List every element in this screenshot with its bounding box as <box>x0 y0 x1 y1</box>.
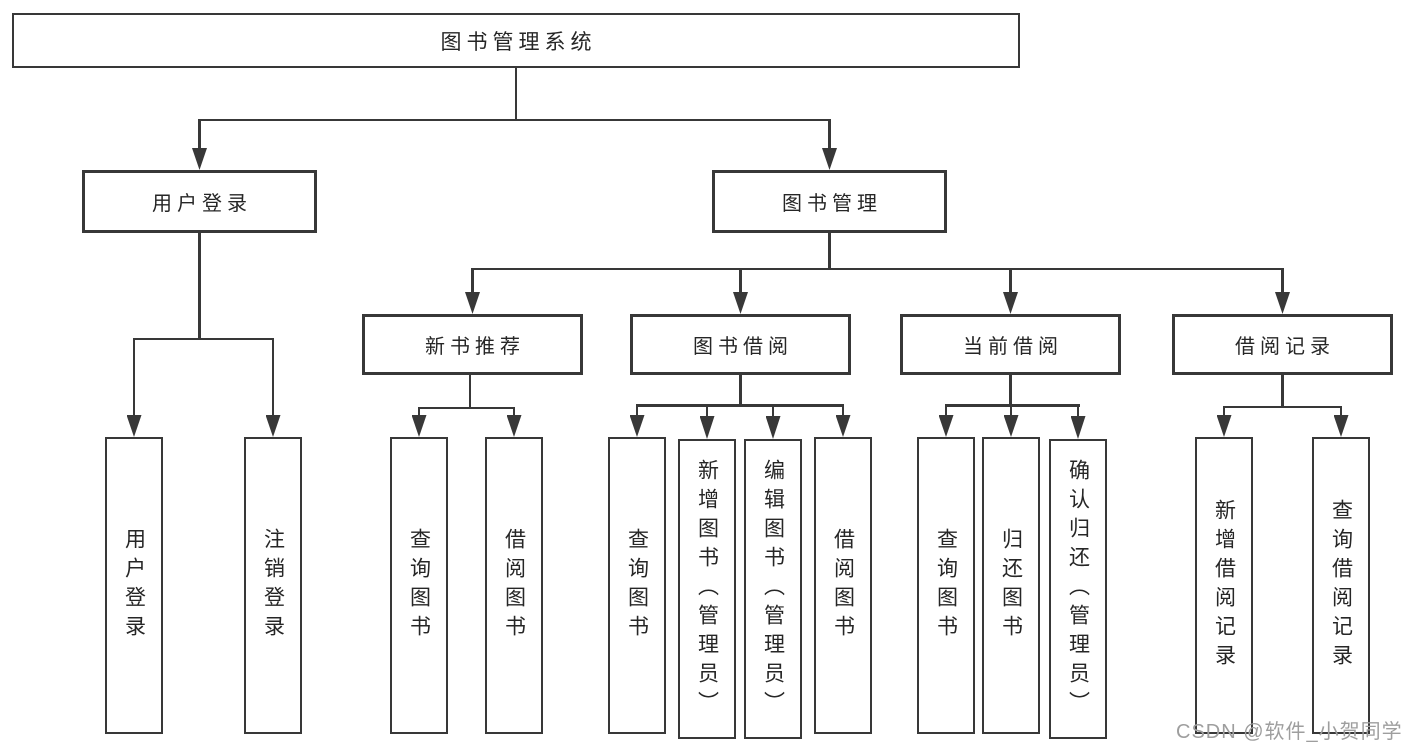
connector-hline <box>417 406 516 409</box>
arrow-down-icon <box>192 148 207 170</box>
leaf-query-borrow-record: 查询借阅记录 <box>1312 437 1370 734</box>
connector-vline <box>468 375 472 409</box>
connector-vline <box>514 67 518 120</box>
connector-vline <box>1009 404 1013 416</box>
connector-vline <box>1281 267 1284 294</box>
leaf-add-borrow-record: 新增借阅记录 <box>1195 437 1253 734</box>
arrow-down-icon <box>1275 292 1290 314</box>
node-label: 图书借阅 <box>693 336 793 358</box>
connector-hline <box>944 404 1081 407</box>
node-label: 新书推荐 <box>425 336 525 358</box>
node-label: 查询图书 <box>407 527 431 644</box>
leaf-borrow-borrow-books: 借阅图书 <box>814 437 872 734</box>
arrow-down-icon <box>1216 415 1232 437</box>
connector-hline <box>198 118 831 121</box>
arrow-down-icon <box>822 148 837 170</box>
connector-vline <box>1281 375 1284 408</box>
leaf-logout: 注销登录 <box>244 437 302 734</box>
connector-vline <box>471 267 474 294</box>
arrow-down-icon <box>629 415 645 437</box>
leaf-user-login: 用户登录 <box>105 437 163 734</box>
node-label: 新增借阅记录 <box>1212 498 1236 673</box>
node-current-borrowing: 当前借阅 <box>900 314 1121 375</box>
node-label: 用户登录 <box>152 193 252 215</box>
arrow-down-icon <box>465 292 480 314</box>
connector-vline <box>417 406 421 417</box>
node-label: 查询图书 <box>625 527 649 644</box>
connector-vline <box>705 404 709 416</box>
leaf-add-book-admin: 新增图书（管理员） <box>678 439 736 739</box>
connector-vline <box>944 404 948 416</box>
connector-vline <box>1339 405 1343 417</box>
arrow-down-icon <box>1003 415 1019 437</box>
arrow-down-icon <box>1003 292 1018 314</box>
arrow-down-icon <box>411 415 427 437</box>
node-label: 编辑图书（管理员） <box>761 458 785 720</box>
connector-vline <box>198 118 201 149</box>
leaf-borrow-query-books: 查询图书 <box>608 437 666 734</box>
connector-hline <box>635 404 845 407</box>
node-label: 图书管理 <box>782 193 882 215</box>
node-label: 当前借阅 <box>963 336 1063 358</box>
connector-vline <box>1222 405 1226 417</box>
arrow-down-icon <box>938 415 954 437</box>
node-new-book-recommendation: 新书推荐 <box>362 314 583 375</box>
arrow-down-icon <box>1070 416 1086 439</box>
leaf-current-query-books: 查询图书 <box>917 437 975 734</box>
node-label: 借阅图书 <box>502 527 526 644</box>
connector-vline <box>198 233 201 340</box>
node-label: 新增图书（管理员） <box>695 458 719 720</box>
arrow-down-icon <box>1333 415 1349 437</box>
leaf-newbook-borrow-books: 借阅图书 <box>485 437 543 734</box>
node-user-login: 用户登录 <box>82 170 317 233</box>
node-label: 借阅记录 <box>1235 336 1335 358</box>
connector-vline <box>512 406 516 417</box>
leaf-return-books: 归还图书 <box>982 437 1040 734</box>
node-label: 图书管理系统 <box>440 30 597 54</box>
connector-vline <box>828 233 831 270</box>
node-borrowing-records: 借阅记录 <box>1172 314 1393 375</box>
connector-vline <box>1076 404 1080 416</box>
connector-vline <box>828 118 831 149</box>
arrow-down-icon <box>126 415 142 437</box>
arrow-down-icon <box>699 416 715 439</box>
node-label: 查询借阅记录 <box>1329 498 1353 673</box>
node-label: 借阅图书 <box>831 527 855 644</box>
arrow-down-icon <box>265 415 281 437</box>
connector-vline <box>132 337 136 416</box>
connector-vline <box>1009 375 1012 406</box>
connector-hline <box>471 267 1284 270</box>
connector-vline <box>771 404 775 416</box>
connector-vline <box>635 404 639 416</box>
connector-hline <box>1222 405 1343 408</box>
connector-vline <box>739 375 742 406</box>
connector-hline <box>132 337 275 340</box>
node-label: 用户登录 <box>122 527 146 644</box>
connector-vline <box>271 337 275 416</box>
node-book-borrowing: 图书借阅 <box>630 314 851 375</box>
node-label: 归还图书 <box>999 527 1023 644</box>
connector-vline <box>1009 267 1012 294</box>
node-label: 查询图书 <box>934 527 958 644</box>
arrow-down-icon <box>506 415 522 437</box>
arrow-down-icon <box>835 415 851 437</box>
arrow-down-icon <box>733 292 748 314</box>
leaf-newbook-query-books: 查询图书 <box>390 437 448 734</box>
node-root-library-management-system: 图书管理系统 <box>12 13 1020 68</box>
node-label: 注销登录 <box>261 527 285 644</box>
arrow-down-icon <box>765 416 781 439</box>
connector-vline <box>739 267 742 294</box>
connector-vline <box>841 404 845 416</box>
csdn-watermark: CSDN @软件_小贺同学 <box>1176 721 1403 743</box>
node-book-management: 图书管理 <box>712 170 947 233</box>
leaf-edit-book-admin: 编辑图书（管理员） <box>744 439 802 739</box>
node-label: 确认归还（管理员） <box>1066 458 1090 720</box>
leaf-confirm-return-admin: 确认归还（管理员） <box>1049 439 1107 739</box>
